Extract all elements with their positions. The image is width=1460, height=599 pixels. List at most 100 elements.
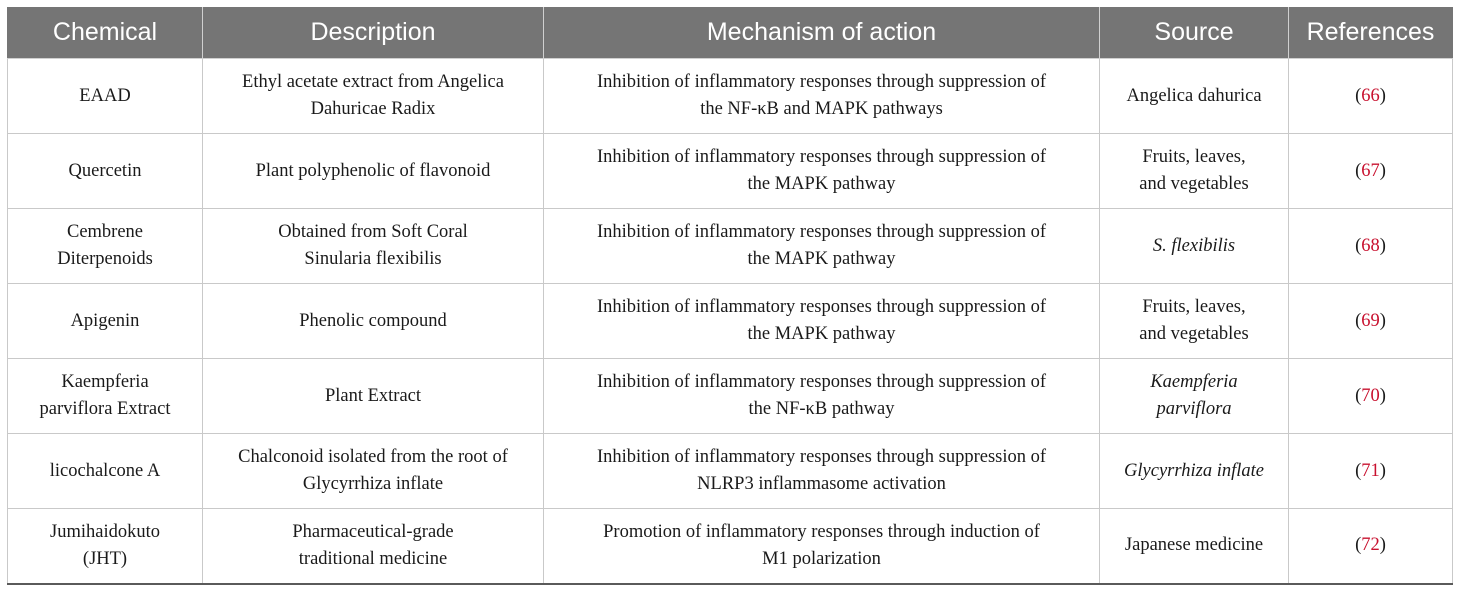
cell-description-line: Glycyrrhiza inflate xyxy=(302,474,444,494)
chemical-table: Chemical Description Mechanism of action… xyxy=(7,7,1453,585)
header-mechanism: Mechanism of action xyxy=(543,7,1100,59)
reference-paren-close: ) xyxy=(1379,310,1386,331)
table-row: Apigenin Phenolic compound Inhibition of i… xyxy=(7,283,1453,359)
cell-description: Plant polyphenolic of flavonoid xyxy=(202,133,544,209)
cell-description-line: Chalconoid isolated from the root of xyxy=(238,447,508,467)
cell-description-line: Dahuricae Radix xyxy=(310,99,436,119)
reference-paren-close: ) xyxy=(1379,85,1386,106)
table-row: Jumihaidokuto (JHT) Pharmaceutical-grade tr… xyxy=(7,508,1453,585)
reference-paren-open: ( xyxy=(1355,535,1362,556)
cell-source-line: Fruits, leaves, xyxy=(1142,297,1246,317)
table-row: licochalcone A Chalconoid isolated from t… xyxy=(7,433,1453,509)
reference-paren-close: ) xyxy=(1379,160,1386,181)
cell-description-line: Plant Extract xyxy=(324,385,422,406)
cell-mechanism-line: the MAPK pathway xyxy=(747,324,896,344)
cell-chemical-line: Cembrene xyxy=(66,222,144,242)
reference-link[interactable]: 71 xyxy=(1361,460,1380,481)
reference-paren-open: ( xyxy=(1355,385,1362,406)
cell-mechanism: Inhibition of inflammatory responses thr… xyxy=(543,208,1100,284)
cell-mechanism-line: Inhibition of inflammatory responses thr… xyxy=(596,147,1047,167)
cell-description-line: Phenolic compound xyxy=(299,310,447,331)
cell-source-line: Kaempferia xyxy=(1150,372,1238,392)
reference-paren-close: ) xyxy=(1379,460,1386,481)
cell-description-line: Sinularia flexibilis xyxy=(304,249,442,269)
cell-chemical-line: EAAD xyxy=(79,85,131,106)
cell-description-line: Ethyl acetate extract from Angelica xyxy=(242,72,504,92)
cell-reference: (71) xyxy=(1288,433,1453,509)
header-references: References xyxy=(1288,7,1453,59)
cell-reference: (72) xyxy=(1288,508,1453,585)
cell-description-line: traditional medicine xyxy=(298,548,448,569)
reference-paren-open: ( xyxy=(1355,160,1362,181)
cell-reference: (68) xyxy=(1288,208,1453,284)
reference-link[interactable]: 70 xyxy=(1361,385,1380,406)
cell-source: Japanese medicine xyxy=(1099,508,1289,585)
cell-description-line: Plant polyphenolic of flavonoid xyxy=(255,160,491,181)
cell-mechanism: Inhibition of inflammatory responses thr… xyxy=(543,283,1100,359)
cell-reference: (66) xyxy=(1288,58,1453,134)
reference-paren-close: ) xyxy=(1379,535,1386,556)
cell-chemical: Jumihaidokuto (JHT) xyxy=(7,508,203,585)
cell-chemical-line: Kaempferia xyxy=(61,372,149,392)
cell-chemical: EAAD xyxy=(7,58,203,134)
cell-mechanism-line: the NF-κB pathway xyxy=(748,399,895,419)
cell-description: Chalconoid isolated from the root of Glyc… xyxy=(202,433,544,509)
cell-source-line: Fruits, leaves, xyxy=(1142,147,1246,167)
cell-source-line: Glycyrrhiza inflate xyxy=(1124,460,1264,481)
cell-chemical: Apigenin xyxy=(7,283,203,359)
cell-source-line: S. flexibilis xyxy=(1152,235,1236,256)
cell-chemical-line: (JHT) xyxy=(82,548,128,569)
cell-mechanism-line: Inhibition of inflammatory responses thr… xyxy=(596,222,1047,242)
cell-description-line: Obtained from Soft Coral xyxy=(278,222,468,242)
table-row: Quercetin Plant polyphenolic of flavonoid… xyxy=(7,133,1453,209)
reference-paren-open: ( xyxy=(1355,85,1362,106)
cell-chemical-line: parviflora Extract xyxy=(39,399,171,419)
cell-source-line: and vegetables xyxy=(1139,174,1249,194)
cell-mechanism: Inhibition of inflammatory responses thr… xyxy=(543,358,1100,434)
cell-mechanism-line: Promotion of inflammatory responses thro… xyxy=(603,521,1040,542)
table-row: Kaempferia parviflora Extract Plant Extrac… xyxy=(7,358,1453,434)
cell-mechanism: Inhibition of inflammatory responses thr… xyxy=(543,58,1100,134)
reference-paren-close: ) xyxy=(1379,385,1386,406)
cell-mechanism: Promotion of inflammatory responses thro… xyxy=(543,508,1100,585)
cell-chemical-line: Diterpenoids xyxy=(57,249,153,269)
cell-mechanism-line: Inhibition of inflammatory responses thr… xyxy=(596,72,1047,92)
cell-chemical-line: Quercetin xyxy=(68,160,142,181)
cell-source-line: Japanese medicine xyxy=(1124,535,1264,556)
reference-paren-open: ( xyxy=(1355,460,1362,481)
reference-paren-open: ( xyxy=(1355,235,1362,256)
cell-chemical: licochalcone A xyxy=(7,433,203,509)
cell-mechanism-line: the MAPK pathway xyxy=(747,174,896,194)
cell-chemical-line: licochalcone A xyxy=(49,460,161,481)
cell-chemical-line: Apigenin xyxy=(70,310,140,331)
table-header-row: Chemical Description Mechanism of action… xyxy=(7,7,1453,59)
cell-description-line: Pharmaceutical-grade xyxy=(292,521,454,542)
cell-chemical-line: Jumihaidokuto xyxy=(50,521,160,542)
cell-mechanism-line: the MAPK pathway xyxy=(747,249,896,269)
cell-chemical: Quercetin xyxy=(7,133,203,209)
cell-mechanism-line: M1 polarization xyxy=(762,548,881,569)
cell-mechanism: Inhibition of inflammatory responses thr… xyxy=(543,433,1100,509)
reference-link[interactable]: 66 xyxy=(1361,85,1380,106)
cell-source: S. flexibilis xyxy=(1099,208,1289,284)
reference-link[interactable]: 69 xyxy=(1361,310,1380,331)
cell-reference: (69) xyxy=(1288,283,1453,359)
reference-paren-close: ) xyxy=(1379,235,1386,256)
header-source: Source xyxy=(1099,7,1289,59)
cell-source-line: Angelica dahurica xyxy=(1126,85,1262,106)
cell-reference: (67) xyxy=(1288,133,1453,209)
reference-link[interactable]: 72 xyxy=(1361,535,1380,556)
header-description: Description xyxy=(202,7,544,59)
reference-link[interactable]: 68 xyxy=(1361,235,1380,256)
cell-mechanism-line: Inhibition of inflammatory responses thr… xyxy=(596,447,1047,467)
cell-mechanism-line: the NF-κB and MAPK pathways xyxy=(700,99,943,119)
cell-description: Plant Extract xyxy=(202,358,544,434)
cell-source-line: and vegetables xyxy=(1139,324,1249,344)
reference-link[interactable]: 67 xyxy=(1361,160,1380,181)
